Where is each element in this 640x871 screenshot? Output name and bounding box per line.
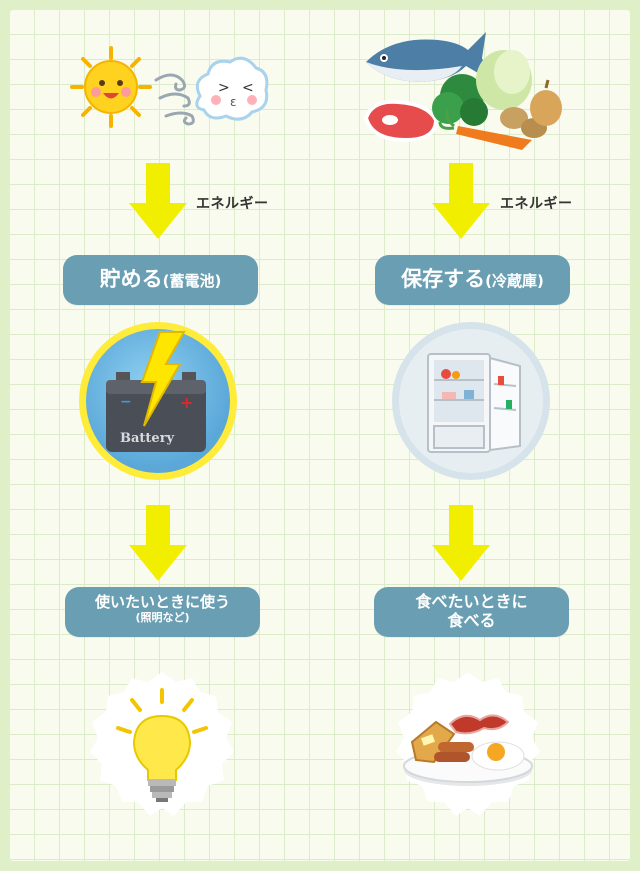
eat-line1: 食べたいときに <box>415 592 528 611</box>
sun-icon <box>70 46 152 128</box>
food-ingredients-icon <box>363 32 562 150</box>
use-when-needed-pill: 使いたいときに使う (照明など) <box>65 587 260 637</box>
energy-label: エネルギー <box>500 196 573 212</box>
use-line2: (照明など) <box>135 611 190 624</box>
energy-label: エネルギー <box>196 196 269 212</box>
down-arrow-icon <box>432 505 490 581</box>
svg-text:ε: ε <box>230 95 237 109</box>
light-bulb-badge <box>90 672 234 816</box>
refrigerator-icon <box>427 353 521 453</box>
store-sub: (蓄電池) <box>162 272 222 290</box>
use-line1: 使いたいときに使う <box>94 593 230 611</box>
svg-text:−: − <box>120 394 132 410</box>
store-battery-pill: 貯める(蓄電池) <box>63 255 258 305</box>
eat-line2: 食べる <box>447 611 496 630</box>
battery-text: Battery <box>120 431 175 446</box>
down-arrow-icon <box>129 163 187 239</box>
breakfast-plate-badge <box>396 672 540 816</box>
svg-text:+: + <box>180 393 193 412</box>
store-title: 貯める <box>99 267 163 291</box>
eat-when-wanted-pill: 食べたいときに 食べる <box>374 587 569 637</box>
svg-text:>: > <box>218 80 230 96</box>
preserve-title: 保存する <box>401 267 486 291</box>
svg-text:<: < <box>242 80 254 96</box>
wind-cloud-icon: > < ε <box>154 56 269 126</box>
down-arrow-icon <box>129 505 187 581</box>
preserve-fridge-pill: 保存する(冷蔵庫) <box>375 255 570 305</box>
battery-icon: − + Battery <box>106 331 206 452</box>
down-arrow-icon <box>432 163 490 239</box>
preserve-sub: (冷蔵庫) <box>485 272 544 290</box>
